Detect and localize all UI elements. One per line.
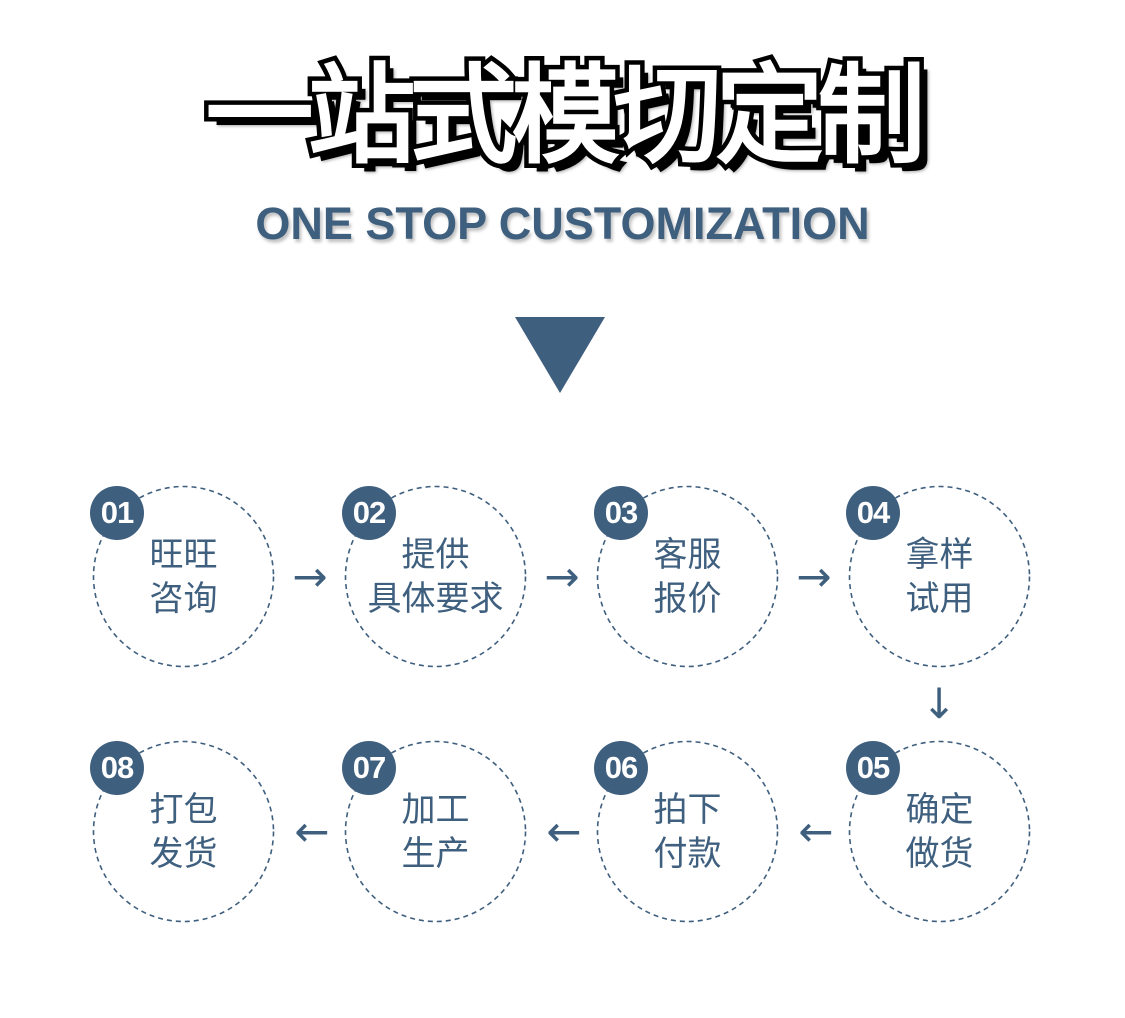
step-label-line2: 试用 [905, 579, 974, 619]
step-04: 04 拿样 试用 [846, 485, 1031, 668]
step-03: 03 客服 报价 [594, 485, 779, 668]
step-circle-outline [848, 740, 1031, 923]
step-07: 07 加工 生产 [342, 740, 527, 923]
step-label-line1: 打包 [149, 790, 218, 830]
step-label-line2: 生产 [401, 834, 470, 874]
step-number-badge: 06 [594, 741, 648, 795]
step-label: 提供 具体要求 [344, 533, 527, 621]
step-number-badge: 05 [846, 741, 900, 795]
step-circle-outline [344, 740, 527, 923]
step-circle-outline [92, 485, 275, 668]
step-label: 加工 生产 [344, 788, 527, 876]
arrow-right-icon: → [292, 552, 328, 601]
arrow-right-icon: → [796, 552, 832, 601]
step-circle-outline [596, 485, 779, 668]
step-label-line2: 发货 [149, 834, 218, 874]
step-number-badge: 02 [342, 486, 396, 540]
step-label: 客服 报价 [596, 533, 779, 621]
step-label-line1: 客服 [653, 535, 722, 575]
step-05: 05 确定 做货 [846, 740, 1031, 923]
page-title: 一站式模切定制 [201, 50, 930, 184]
step-label-line2: 报价 [653, 579, 722, 619]
step-label-line2: 具体要求 [367, 579, 504, 619]
step-label-line1: 加工 [401, 790, 470, 830]
down-triangle-icon [515, 317, 605, 393]
step-label: 确定 做货 [848, 788, 1031, 876]
step-06: 06 拍下 付款 [594, 740, 779, 923]
step-label-line1: 拍下 [653, 790, 722, 830]
arrow-left-icon: ← [546, 807, 582, 856]
step-label-line2: 咨询 [149, 579, 218, 619]
step-circle-outline [344, 485, 527, 668]
step-label-line1: 确定 [905, 790, 974, 830]
step-number-badge: 03 [594, 486, 648, 540]
step-number-badge: 04 [846, 486, 900, 540]
page-subtitle: ONE STOP CUSTOMIZATION [255, 198, 870, 249]
step-circle-outline [596, 740, 779, 923]
step-label: 打包 发货 [92, 788, 275, 876]
step-08: 08 打包 发货 [90, 740, 275, 923]
step-label-line1: 旺旺 [149, 535, 218, 575]
step-label: 旺旺 咨询 [92, 533, 275, 621]
step-label-line1: 拿样 [905, 535, 974, 575]
step-label-line2: 做货 [905, 834, 974, 874]
step-circle-outline [92, 740, 275, 923]
step-label-line2: 付款 [653, 834, 722, 874]
step-label: 拿样 试用 [848, 533, 1031, 621]
arrow-right-icon: → [544, 552, 580, 601]
step-label: 拍下 付款 [596, 788, 779, 876]
step-label-line1: 提供 [401, 535, 470, 575]
step-number-badge: 01 [90, 486, 144, 540]
arrow-left-icon: ← [798, 807, 834, 856]
step-number-badge: 07 [342, 741, 396, 795]
arrow-left-icon: ← [294, 807, 330, 856]
step-circle-outline [848, 485, 1031, 668]
step-number-badge: 08 [90, 741, 144, 795]
step-01: 01 旺旺 咨询 [90, 485, 275, 668]
arrow-down-icon: ↓ [921, 679, 957, 728]
step-02: 02 提供 具体要求 [342, 485, 527, 668]
